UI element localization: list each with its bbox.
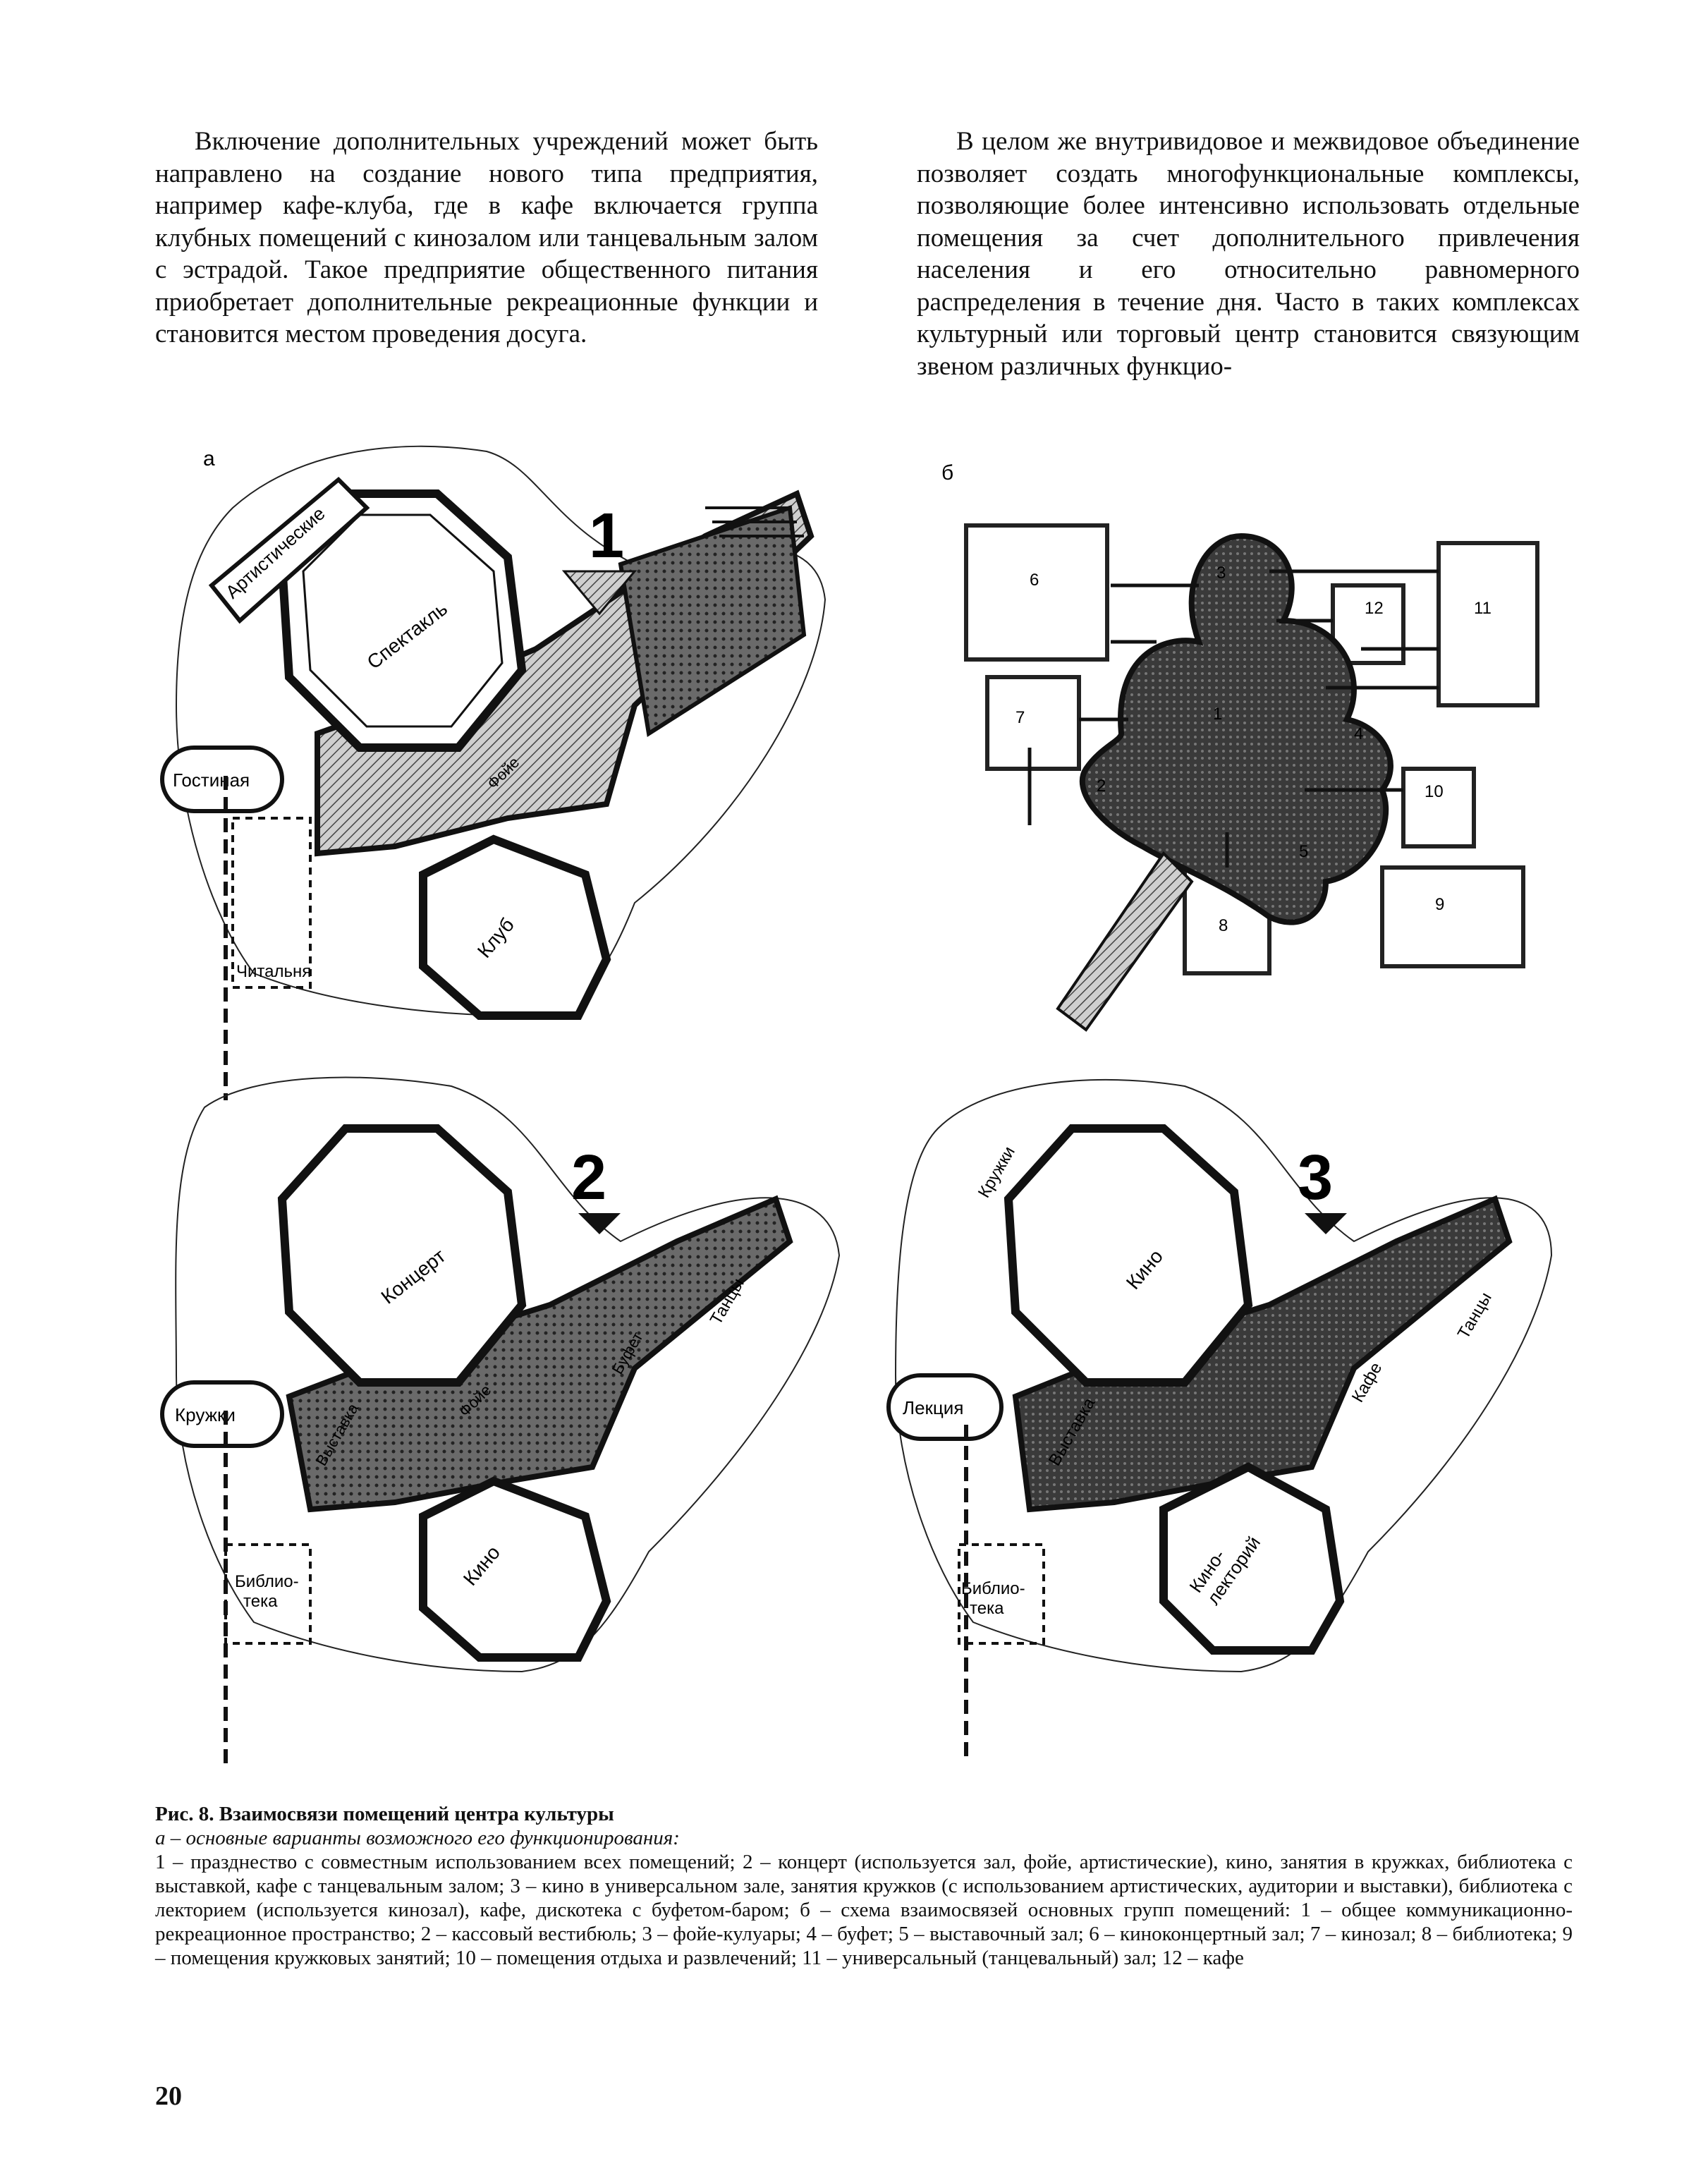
label-lecture: Лекция (903, 1397, 963, 1418)
caption-sub: а – основные варианты возможного его фун… (155, 1827, 680, 1849)
cinema-hall-3 (1004, 1124, 1253, 1387)
text-column-right: В целом же внутривидовое и межвидовое об… (917, 127, 1580, 381)
lecture-room (886, 1373, 1004, 1441)
plan-2-number: 2 (571, 1143, 606, 1213)
label-reading: Читальня (236, 962, 311, 981)
scheme-num-3: 3 (1216, 564, 1226, 583)
panel-b-letter: б (941, 461, 953, 485)
lounge-room (160, 746, 284, 813)
scheme-num-7: 7 (1015, 708, 1025, 727)
lectorium-room (1159, 1462, 1345, 1655)
label-lounge: Гостиная (173, 769, 250, 791)
caption-body: 1 – празднество с совместным использован… (155, 1851, 1573, 1969)
scheme-num-10: 10 (1425, 782, 1444, 801)
scheme-num-6: 6 (1030, 571, 1039, 590)
plan-3: Кино Кружки Лекция Выставка Кафе Танцы К… (886, 1078, 1553, 1763)
scheme-num-4: 4 (1354, 724, 1363, 743)
text-column-left: Включение дополнительных учреждений може… (155, 127, 818, 348)
scheme-num-1: 1 (1213, 705, 1222, 724)
scheme-num-2: 2 (1097, 777, 1106, 796)
page-number: 20 (155, 2081, 182, 2111)
plan-1: а Спектакль Артистические Гостиная Клуб … (160, 445, 826, 1100)
cinema-room-2 (419, 1476, 611, 1662)
figure-8: а Спектакль Артистические Гостиная Клуб … (160, 445, 1553, 1763)
plan-1-number: 1 (589, 501, 624, 571)
plan-3-number: 3 (1298, 1143, 1333, 1213)
scheme-num-5: 5 (1299, 842, 1308, 861)
label-library-3: Библио-тека (961, 1579, 1025, 1618)
label-dance-3: Танцы (1454, 1289, 1496, 1342)
club-room (419, 834, 611, 1020)
scheme-num-8: 8 (1219, 916, 1228, 935)
figure-caption: Рис. 8. Взаимосвязи помещений центра кул… (155, 1802, 1573, 1970)
scheme-num-11: 11 (1474, 599, 1492, 618)
concert-hall (277, 1124, 527, 1387)
caption-title: Рис. 8. Взаимосвязи помещений центра кул… (155, 1803, 614, 1825)
label-library-2: Библио-тека (235, 1572, 299, 1611)
scheme-num-12: 12 (1365, 599, 1384, 618)
scheme-b: б 1 2 3 4 5 (941, 461, 1539, 1032)
main-hall-octagon (277, 489, 527, 752)
panel-a-letter: а (203, 447, 215, 470)
circles-room (160, 1380, 284, 1448)
plan-2: Концерт Кружки Выставка Фойе Буфет Танцы… (160, 1076, 841, 1763)
scheme-num-9: 9 (1435, 895, 1444, 914)
